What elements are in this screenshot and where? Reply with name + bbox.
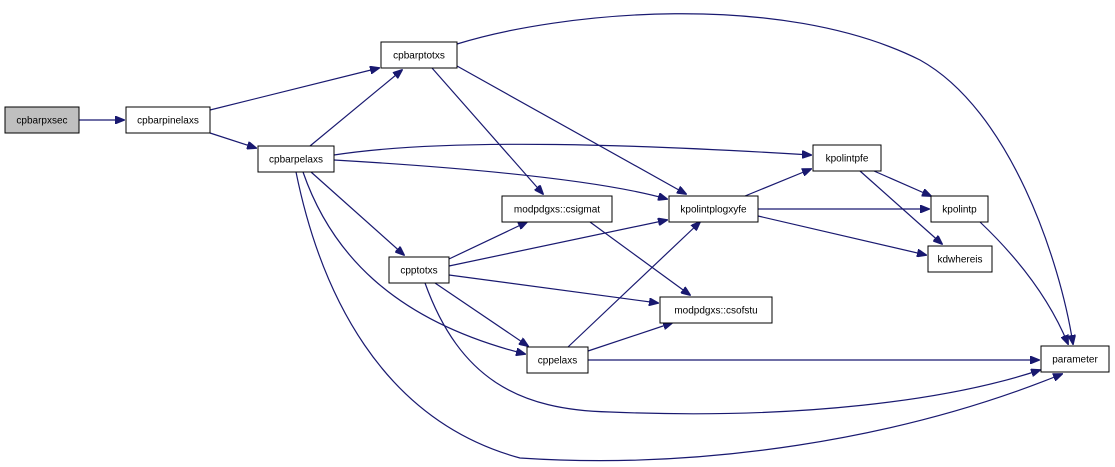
node-label-kdwhereis: kdwhereis <box>937 255 982 266</box>
node-box-cppelaxs[interactable] <box>526 346 589 374</box>
edge-cpbarptotxs-to-parameter <box>456 13 1073 344</box>
node-kpolintp[interactable]: kpolintp <box>930 195 989 223</box>
node-kdwhereis[interactable]: kdwhereis <box>927 245 993 273</box>
edge-cpptotxs-to-parameter <box>424 282 1040 415</box>
edge-cpbarpelaxs-to-cppelaxs <box>302 171 525 354</box>
node-kpolintplogxyfe[interactable]: kpolintplogxyfe <box>668 195 759 223</box>
node-box-kpolintp[interactable] <box>930 195 989 223</box>
edge-cppelaxs-to-modpdgxs_csofstu <box>587 323 672 352</box>
node-cpbarpinelaxs[interactable]: cpbarpinelaxs <box>125 106 211 134</box>
node-label-kpolintp: kpolintp <box>942 205 977 216</box>
node-label-cpptotxs: cpptotxs <box>400 266 437 277</box>
edge-cpptotxs-to-kpolintplogxyfe <box>448 220 667 267</box>
node-cppelaxs[interactable]: cppelaxs <box>526 346 589 374</box>
node-cpbarpxsec[interactable]: cpbarpxsec <box>4 106 80 134</box>
edge-modpdgxs_csigmat-to-modpdgxs_csofstu <box>589 221 690 295</box>
node-label-cpbarpinelaxs: cpbarpinelaxs <box>137 116 199 127</box>
node-label-cpbarpelaxs: cpbarpelaxs <box>269 155 323 166</box>
edge-kpolintplogxyfe-to-kdwhereis <box>757 215 926 255</box>
node-label-kpolintpfe: kpolintpfe <box>826 154 869 165</box>
edge-cpptotxs-to-modpdgxs_csofstu <box>448 274 658 303</box>
edge-cpbarpelaxs-to-kpolintplogxyfe <box>333 159 667 199</box>
edge-cpptotxs-to-modpdgxs_csigmat <box>448 222 527 260</box>
node-box-cpbarpxsec[interactable] <box>4 106 80 134</box>
edge-kpolintpfe-to-kdwhereis <box>859 170 942 244</box>
edge-cpbarpelaxs-to-cpptotxs <box>310 171 404 255</box>
node-cpptotxs[interactable]: cpptotxs <box>388 256 450 284</box>
node-box-kdwhereis[interactable] <box>927 245 993 273</box>
edge-cpbarpelaxs-to-cpbarptotxs <box>309 70 402 147</box>
node-cpbarpelaxs[interactable]: cpbarpelaxs <box>257 145 335 173</box>
node-box-modpdgxs_csofstu[interactable] <box>659 296 773 324</box>
node-label-modpdgxs_csofstu: modpdgxs::csofstu <box>674 306 757 317</box>
node-label-cppelaxs: cppelaxs <box>538 356 577 367</box>
edge-cpbarptotxs-to-kpolintplogxyfe <box>456 65 686 194</box>
node-box-modpdgxs_csigmat[interactable] <box>501 195 613 223</box>
node-label-modpdgxs_csigmat: modpdgxs::csigmat <box>514 205 600 216</box>
node-box-kpolintplogxyfe[interactable] <box>668 195 759 223</box>
edge-kpolintpfe-to-kpolintp <box>873 170 931 196</box>
node-cpbarptotxs[interactable]: cpbarptotxs <box>380 41 458 69</box>
edge-cpbarpinelaxs-to-cpbarpelaxs <box>209 132 256 148</box>
node-box-cpbarpinelaxs[interactable] <box>125 106 211 134</box>
node-label-cpbarpxsec: cpbarpxsec <box>16 116 67 127</box>
edge-cppelaxs-to-kpolintplogxyfe <box>567 222 700 348</box>
node-label-cpbarptotxs: cpbarptotxs <box>393 51 445 62</box>
edge-cpbarpelaxs-to-parameter <box>295 171 1062 462</box>
node-parameter[interactable]: parameter <box>1040 345 1110 373</box>
node-box-kpolintpfe[interactable] <box>812 144 882 172</box>
node-modpdgxs_csigmat[interactable]: modpdgxs::csigmat <box>501 195 613 223</box>
node-box-cpbarpelaxs[interactable] <box>257 145 335 173</box>
node-label-kpolintplogxyfe: kpolintplogxyfe <box>680 205 747 216</box>
node-modpdgxs_csofstu[interactable]: modpdgxs::csofstu <box>659 296 773 324</box>
edges-layer <box>79 13 1073 462</box>
edge-cpptotxs-to-cppelaxs <box>434 282 528 346</box>
nodes-layer: cpbarpxsec cpbarpinelaxs cpbarptotxs cpbarp… <box>4 41 1110 374</box>
node-label-parameter: parameter <box>1052 355 1098 366</box>
node-box-parameter[interactable] <box>1040 345 1110 373</box>
edge-cpbarpelaxs-to-kpolintpfe <box>333 143 811 155</box>
node-box-cpptotxs[interactable] <box>388 256 450 284</box>
node-box-cpbarptotxs[interactable] <box>380 41 458 69</box>
edge-cpbarptotxs-to-modpdgxs_csigmat <box>431 67 543 194</box>
edge-cpbarpinelaxs-to-cpbarptotxs <box>209 68 379 111</box>
edge-kpolintplogxyfe-to-kpolintpfe <box>744 169 811 197</box>
node-kpolintpfe[interactable]: kpolintpfe <box>812 144 882 172</box>
edge-kpolintp-to-parameter <box>979 221 1068 344</box>
